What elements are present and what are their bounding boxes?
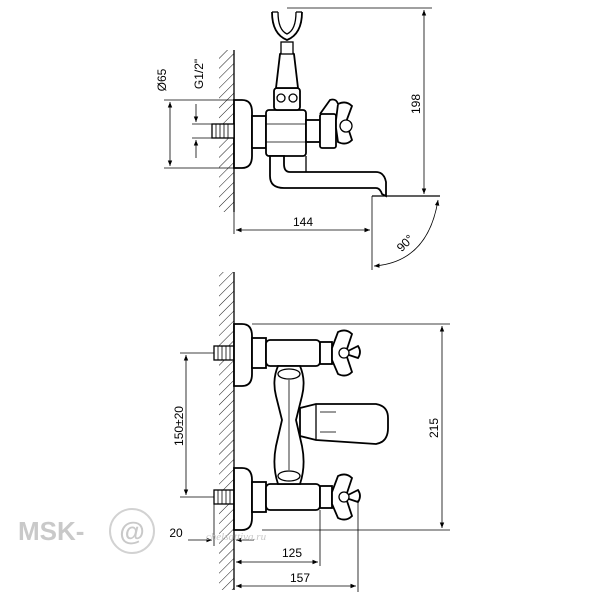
watermark: MSK- @ chelsattiva.ru <box>18 508 267 554</box>
dim-height-label: 198 <box>409 94 423 114</box>
dim-total-height-label: 215 <box>427 418 441 438</box>
swivel-arc <box>373 199 440 268</box>
top-view: 198 144 90° Ø65 G1/2" <box>155 7 440 270</box>
watermark-at-circle <box>109 508 155 554</box>
spout-top <box>269 155 387 198</box>
dim-depth-label: 125 <box>282 546 302 560</box>
faucet-body-top <box>265 109 307 157</box>
dim-total-depth-label: 157 <box>290 571 310 585</box>
valve-body-upper <box>265 339 321 367</box>
dim-diameter-label: Ø65 <box>155 68 169 91</box>
watermark-site: chelsattiva.ru <box>206 531 267 543</box>
dim-center-distance-label: 150±20 <box>172 406 186 446</box>
dim-wall-offset-label: 20 <box>169 526 183 540</box>
wall-flange-top <box>233 99 253 169</box>
watermark-at-sign: @ <box>119 516 144 546</box>
valve-body-lower <box>265 483 321 511</box>
dim-spout-length-label: 144 <box>293 215 313 229</box>
dim-thread-label: G1/2" <box>192 59 206 89</box>
front-view: 215 150±20 20 125 157 <box>169 272 450 592</box>
shower-holder-stem <box>274 50 300 89</box>
spout-front <box>299 403 389 445</box>
wall-flange-lower <box>233 467 253 531</box>
watermark-brand: MSK- <box>18 516 84 546</box>
wall-flange-upper <box>233 323 253 387</box>
connector-nut-top <box>251 115 267 149</box>
shower-holder-cradle <box>271 11 303 41</box>
